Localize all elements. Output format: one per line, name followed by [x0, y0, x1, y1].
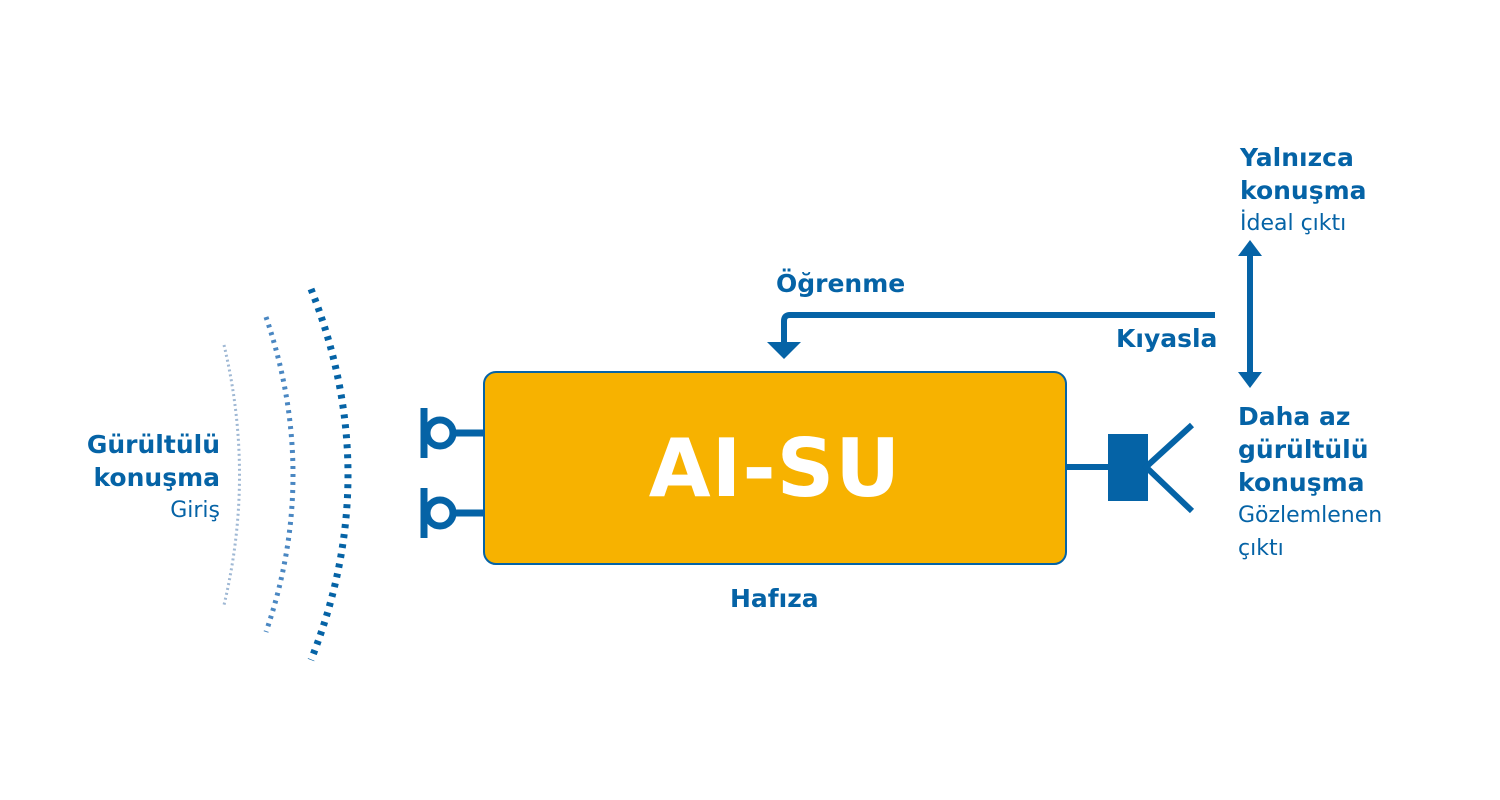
ideal-subtitle: İdeal çıktı — [1240, 211, 1347, 236]
output-title-line2: gürültülü — [1238, 435, 1369, 464]
learning-arrow-head — [767, 342, 801, 359]
compare-arrow-head-down — [1238, 372, 1262, 388]
observed-output-label: Daha az gürültülü konuşma Gözlemlenen çı… — [1238, 400, 1478, 565]
learning-feedback-line — [781, 312, 1215, 345]
sound-wave-dark — [307, 287, 352, 662]
speaker-icon — [1066, 422, 1195, 514]
compare-arrow-head-up — [1238, 240, 1262, 256]
microphone-icon — [420, 408, 484, 538]
ideal-title-line2: konuşma — [1240, 176, 1367, 205]
speaker-cone — [1141, 422, 1195, 514]
sound-wave-icon — [222, 287, 352, 662]
sound-wave-light — [222, 344, 241, 606]
memory-label: Hafıza — [730, 584, 819, 613]
arrow-down-icon — [767, 312, 1215, 359]
input-title-line2: konuşma — [93, 463, 220, 492]
output-title-line1: Daha az — [1238, 402, 1351, 431]
output-title-line3: konuşma — [1238, 468, 1365, 497]
input-label: Gürültülü konuşma Giriş — [40, 428, 220, 527]
ideal-output-label: Yalnızca konuşma İdeal çıktı — [1240, 141, 1480, 240]
output-subtitle-line2: çıktı — [1238, 536, 1284, 561]
compare-label: Kıyasla — [1116, 324, 1218, 353]
input-subtitle: Giriş — [170, 498, 220, 523]
input-title-line1: Gürültülü — [86, 430, 220, 459]
speaker-body — [1108, 434, 1148, 501]
ai-su-title: AI-SU — [648, 421, 902, 515]
microphone-bottom-head — [423, 496, 457, 530]
learning-label: Öğrenme — [776, 269, 906, 298]
ideal-title-line1: Yalnızca — [1240, 143, 1354, 172]
double-arrow-icon — [1238, 240, 1262, 388]
microphone-top-head — [423, 416, 457, 450]
output-subtitle-line1: Gözlemlenen — [1238, 503, 1383, 528]
sound-wave-mid — [263, 316, 296, 633]
